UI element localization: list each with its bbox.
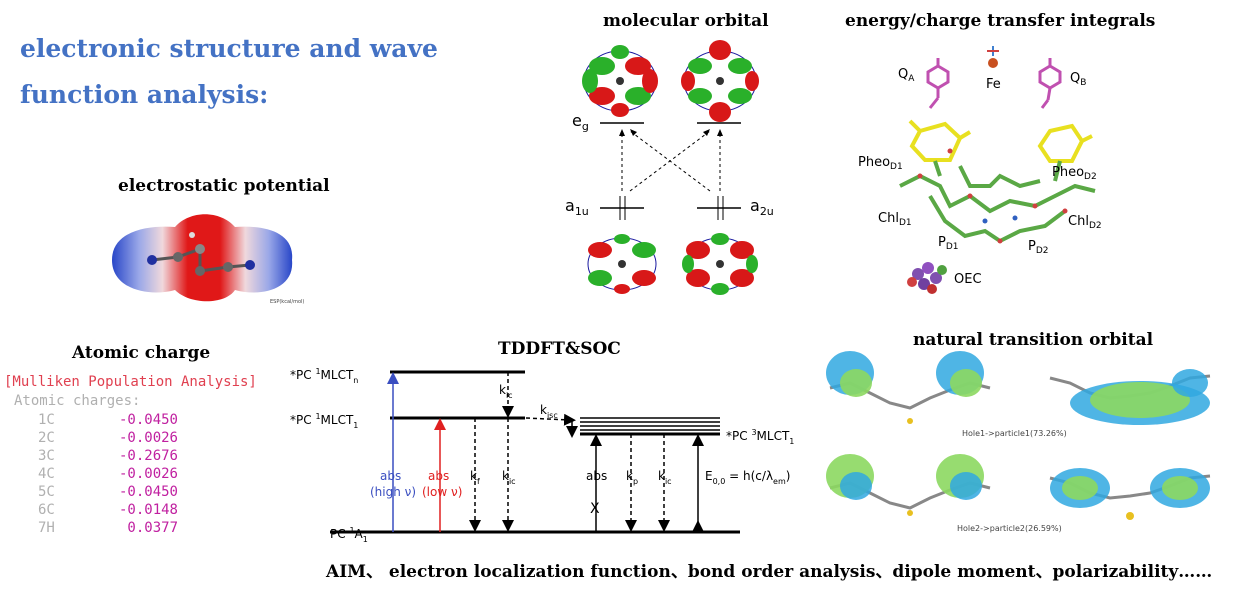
fe-atom	[988, 58, 998, 68]
eg-orbital-1	[582, 45, 658, 117]
qb-label: QB	[1070, 71, 1086, 88]
nto-hole2	[826, 454, 991, 516]
charge-row: 6C -0.0148	[38, 502, 178, 520]
atomic-charges-subheader: Atomic charges:	[14, 393, 141, 409]
nto-particle2	[1049, 468, 1211, 520]
oec-label: OEC	[954, 272, 982, 287]
abs-low-freq: (low ν)	[422, 485, 462, 499]
esp-title: electrostatic potential	[118, 176, 330, 196]
et-title: energy/charge transfer integrals	[845, 11, 1156, 31]
pd2-label: PD2	[1028, 239, 1049, 256]
eg-label: eg	[572, 111, 589, 133]
charge-value: -0.0026	[118, 466, 178, 482]
eg-orbital-2	[681, 40, 759, 122]
mlct1-label: *PC 1MLCT1	[290, 412, 358, 430]
kisc-label: kisc	[540, 403, 558, 420]
charge-atom-label: 2C	[38, 430, 55, 446]
a2u-label: a2u	[750, 196, 774, 218]
kp-label: kp	[626, 469, 638, 486]
charge-atom-label: 3C	[38, 448, 55, 464]
charge-atom-label: 4C	[38, 466, 55, 482]
nto-title: natural transition orbital	[913, 330, 1154, 350]
charge-row: 2C -0.0026	[38, 430, 178, 448]
pheo-d2	[1037, 123, 1093, 163]
pd1-label: PD1	[938, 235, 959, 252]
footer-analysis-list: AIM、 electron localization function、bond…	[326, 562, 1213, 582]
charge-row: 1C -0.0450	[38, 412, 178, 430]
charge-value: -0.0148	[118, 502, 178, 518]
charge-value: -0.0450	[118, 484, 178, 500]
abs-high-freq: (high ν)	[370, 485, 416, 499]
mulliken-header: [Mulliken Population Analysis]	[4, 374, 257, 390]
a1u-label: a1u	[565, 196, 589, 218]
main-title: electronic structure and wave function a…	[20, 34, 438, 109]
kic-top-label: kic	[499, 383, 513, 400]
charge-value: -0.2676	[118, 448, 178, 464]
nto-caption-1: Hole1->particle1(73.26%)	[962, 429, 1067, 438]
abs-triplet-label: abs	[586, 469, 607, 483]
chl-d1-label: ChlD1	[878, 211, 912, 228]
pheo-d2-label: PheoD2	[1052, 165, 1097, 182]
charge-row: 5C -0.0450	[38, 484, 178, 502]
charge-atom-label: 1C	[38, 412, 55, 428]
esp-surface-image	[112, 214, 293, 302]
oec-cluster	[907, 262, 947, 294]
charge-atom-label: 6C	[38, 502, 55, 518]
abs-low-label: abs	[428, 469, 449, 483]
charge-value: -0.0026	[118, 430, 178, 446]
charge-row: 3C -0.2676	[38, 448, 178, 466]
triplet-label: *PC 3MLCT1	[726, 428, 794, 446]
nto-particle1	[1049, 369, 1211, 425]
qb-molecule	[1038, 58, 1062, 109]
charge-value: -0.0450	[118, 412, 178, 428]
a2u-orbital	[682, 233, 758, 295]
pheo-d1	[908, 119, 972, 162]
abs-triplet-x: X	[590, 501, 600, 517]
charge-title: Atomic charge	[72, 343, 211, 363]
esp-caption: ESP(kcal/mol)	[270, 299, 305, 305]
charge-atom-label: 5C	[38, 484, 55, 500]
nto-hole1	[826, 351, 991, 424]
nto-images	[826, 351, 1211, 520]
mo-title: molecular orbital	[603, 11, 769, 31]
kic-label-1: kic	[502, 469, 516, 486]
a1u-orbital	[587, 234, 657, 294]
qa-label: QA	[898, 67, 915, 84]
mlctn-label: *PC 1MLCTn	[290, 367, 358, 385]
mo-diagram: eg a1u a2u	[565, 40, 774, 295]
nto-caption-2: Hole2->particle2(26.59%)	[957, 524, 1062, 533]
fe-label: Fe	[986, 77, 1001, 92]
chl-d2-label: ChlD2	[1068, 214, 1102, 231]
photosystem-image: QA Fe QB PheoD1 PheoD2 ChlD1 ChlD2 PD1 P…	[858, 46, 1102, 294]
e00-label: E0,0 = h(c/λem)	[705, 469, 790, 486]
pheo-d1-label: PheoD1	[858, 155, 903, 172]
charge-row: 4C -0.0026	[38, 466, 178, 484]
kf-label: kf	[470, 469, 480, 486]
charge-atom-label: 7H	[38, 520, 55, 536]
tddft-title: TDDFT&SOC	[498, 339, 621, 359]
charge-row: 7H 0.0377	[38, 520, 178, 538]
qa-molecule	[926, 58, 950, 109]
jablonski-diagram: *PC 1MLCTn *PC 1MLCT1 PC 1A1 *PC 3MLCT1 …	[290, 367, 794, 544]
abs-high-label: abs	[380, 469, 401, 483]
kic-label-2: kic	[658, 469, 672, 486]
chl-network	[899, 160, 1096, 244]
ground-label: PC 1A1	[330, 526, 368, 544]
level-triplet-manifold	[580, 417, 720, 431]
charge-value: 0.0377	[127, 520, 178, 536]
